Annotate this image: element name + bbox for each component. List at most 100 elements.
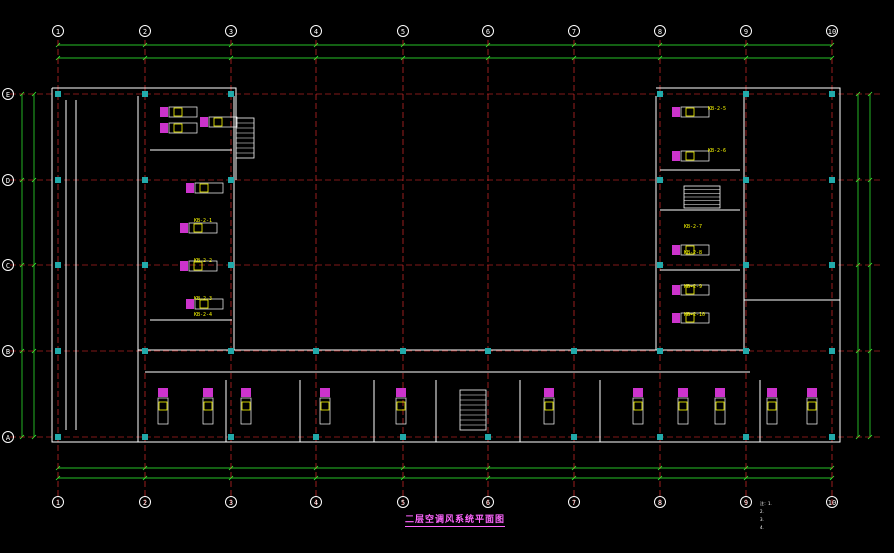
unit-tag: KB-2-10 <box>684 312 705 318</box>
drawing-notes: 注：1. 2. 3. 4. <box>760 500 890 532</box>
structural-columns <box>55 91 835 440</box>
air-handling-unit-icon <box>200 117 208 127</box>
air-handling-unit-icon <box>678 388 688 397</box>
diffuser-icon <box>685 313 695 323</box>
diffuser-icon <box>199 299 209 309</box>
wall <box>655 96 745 350</box>
duct-outline <box>677 397 689 425</box>
air-handling-unit-icon <box>160 107 168 117</box>
diffuser-icon <box>320 401 330 411</box>
air-handling-units: KB-2-1KB-2-2KB-2-3KB-2-4KB-2-5KB-2-6KB-2… <box>157 106 818 425</box>
axis-label: 6 <box>482 496 494 508</box>
unit-tag: KB-2-7 <box>684 224 702 230</box>
column <box>657 348 663 354</box>
air-handling-unit-icon <box>396 388 406 397</box>
column <box>485 434 491 440</box>
wall <box>65 100 77 430</box>
column <box>55 177 61 183</box>
column <box>55 348 61 354</box>
air-handling-unit-icon <box>241 388 251 397</box>
air-handling-unit-icon <box>672 107 680 117</box>
column <box>829 262 835 268</box>
axis-label: 4 <box>310 496 322 508</box>
air-handling-unit-icon <box>186 183 194 193</box>
axis-label: E <box>2 88 14 100</box>
unit-tag: KB-2-1 <box>194 218 212 224</box>
duct-outline <box>194 298 224 310</box>
air-handling-unit-icon <box>160 123 168 133</box>
diffuser-icon <box>807 401 817 411</box>
column <box>400 348 406 354</box>
diffuser-icon <box>199 183 209 193</box>
unit-tag: KB-2-6 <box>708 148 726 154</box>
air-handling-unit-icon <box>807 388 817 397</box>
axis-label: D <box>2 174 14 186</box>
column <box>829 434 835 440</box>
unit-tag: KB-2-3 <box>194 296 212 302</box>
air-handling-unit-icon <box>672 245 680 255</box>
duct-outline <box>806 397 818 425</box>
column <box>142 434 148 440</box>
air-handling-unit-icon <box>180 223 188 233</box>
column <box>485 348 491 354</box>
column <box>743 434 749 440</box>
axis-label: 1 <box>52 496 64 508</box>
axis-label: 10 <box>826 25 838 37</box>
axis-label: 6 <box>482 25 494 37</box>
diffuser-icon <box>633 401 643 411</box>
duct-outline <box>680 244 710 256</box>
axis-label: A <box>2 431 14 443</box>
diffuser-icon <box>685 151 695 161</box>
wall <box>225 380 761 442</box>
diffuser-icon <box>203 401 213 411</box>
column <box>400 434 406 440</box>
axis-label: 8 <box>654 496 666 508</box>
axis-label: 1 <box>52 25 64 37</box>
air-handling-unit-icon <box>672 285 680 295</box>
wall <box>137 96 235 442</box>
duct-outline <box>680 312 710 324</box>
column <box>228 262 234 268</box>
column <box>829 177 835 183</box>
diffuser-icon <box>193 261 203 271</box>
note-line: 注：1. <box>760 501 772 506</box>
air-handling-unit-icon <box>186 299 194 309</box>
duct-outline <box>202 397 214 425</box>
diffuser-icon <box>396 401 406 411</box>
unit-tag: KB-2-8 <box>684 250 702 256</box>
column <box>743 177 749 183</box>
air-handling-unit-icon <box>672 313 680 323</box>
duct-outline <box>680 284 710 296</box>
drawing-title: 二层空调风系统平面图 <box>405 512 506 527</box>
duct-outline <box>188 222 218 234</box>
air-handling-unit-icon <box>320 388 330 397</box>
column <box>142 262 148 268</box>
diffuser-icon <box>241 401 251 411</box>
axis-label: 9 <box>740 25 752 37</box>
column <box>55 91 61 97</box>
diffuser-icon <box>685 107 695 117</box>
axis-label: 9 <box>740 496 752 508</box>
column <box>228 434 234 440</box>
duct-outline <box>543 397 555 425</box>
note-line: 3. <box>760 517 764 522</box>
axis-label: 7 <box>568 25 580 37</box>
diffuser-icon <box>767 401 777 411</box>
column <box>829 348 835 354</box>
column <box>743 348 749 354</box>
duct-outline <box>714 397 726 425</box>
column <box>657 177 663 183</box>
note-line: 4. <box>760 525 764 530</box>
column <box>571 348 577 354</box>
axis-label: 2 <box>139 496 151 508</box>
diffuser-icon <box>544 401 554 411</box>
wall <box>660 169 740 271</box>
diffuser-icon <box>193 223 203 233</box>
note-line: 2. <box>760 509 764 514</box>
unit-tag: KB-2-4 <box>194 312 212 318</box>
column <box>55 262 61 268</box>
building-walls <box>51 87 841 443</box>
air-handling-unit-icon <box>633 388 643 397</box>
column <box>228 177 234 183</box>
duct-outline <box>632 397 644 425</box>
